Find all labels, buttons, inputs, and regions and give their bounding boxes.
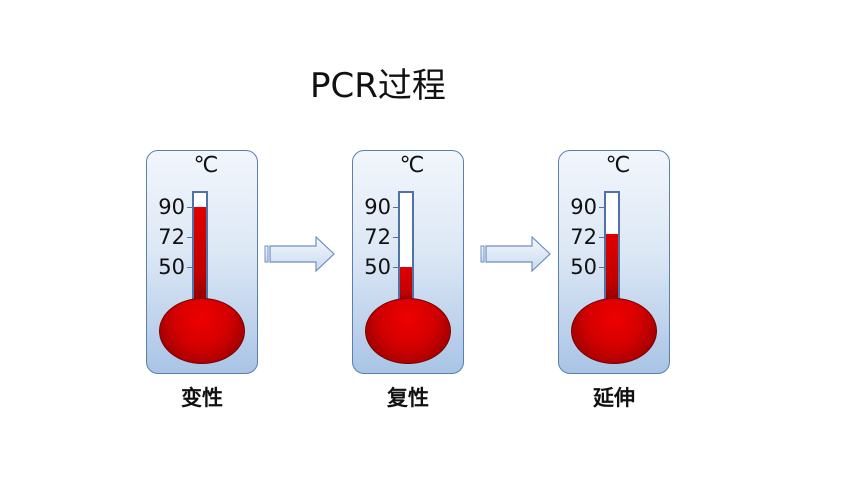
thermometer-tube xyxy=(398,191,414,305)
right-arrow-icon xyxy=(480,236,551,272)
thermometer-tube xyxy=(604,191,620,305)
tick-mark-72 xyxy=(393,237,398,238)
tick-label-50: 50 xyxy=(364,255,391,279)
tick-mark-72 xyxy=(599,237,604,238)
thermometer-bulb xyxy=(571,298,657,364)
stage-label-denaturation: 变性 xyxy=(181,386,223,410)
unit-label: ℃ xyxy=(399,153,425,178)
stage-label-extension: 延伸 xyxy=(593,386,635,410)
tick-mark-50 xyxy=(599,267,604,268)
tick-label-72: 72 xyxy=(364,225,391,249)
tick-mark-50 xyxy=(393,267,398,268)
tick-mark-90 xyxy=(187,207,192,208)
tick-label-90: 90 xyxy=(364,195,391,219)
tick-mark-50 xyxy=(187,267,192,268)
tick-label-72: 72 xyxy=(570,225,597,249)
tick-label-90: 90 xyxy=(158,195,185,219)
thermometer-annealing: ℃ 90 72 50 xyxy=(352,150,464,374)
right-arrow-icon xyxy=(264,236,335,272)
thermometer-tube xyxy=(192,191,208,305)
tick-label-90: 90 xyxy=(570,195,597,219)
thermometer-bulb xyxy=(159,298,245,364)
mercury-column xyxy=(194,207,206,303)
tick-mark-90 xyxy=(599,207,604,208)
unit-label: ℃ xyxy=(605,153,631,178)
unit-label: ℃ xyxy=(193,153,219,178)
thermometer-bulb xyxy=(365,298,451,364)
page-title: PCR过程 xyxy=(310,66,446,106)
mercury-column xyxy=(606,234,618,303)
tick-label-50: 50 xyxy=(570,255,597,279)
thermometer-extension: ℃ 90 72 50 xyxy=(558,150,670,374)
mercury-column xyxy=(400,267,412,303)
tick-mark-72 xyxy=(187,237,192,238)
tick-mark-90 xyxy=(393,207,398,208)
thermometer-denaturation: ℃ 90 72 50 xyxy=(146,150,258,374)
stage-label-annealing: 复性 xyxy=(387,386,429,410)
tick-label-72: 72 xyxy=(158,225,185,249)
tick-label-50: 50 xyxy=(158,255,185,279)
